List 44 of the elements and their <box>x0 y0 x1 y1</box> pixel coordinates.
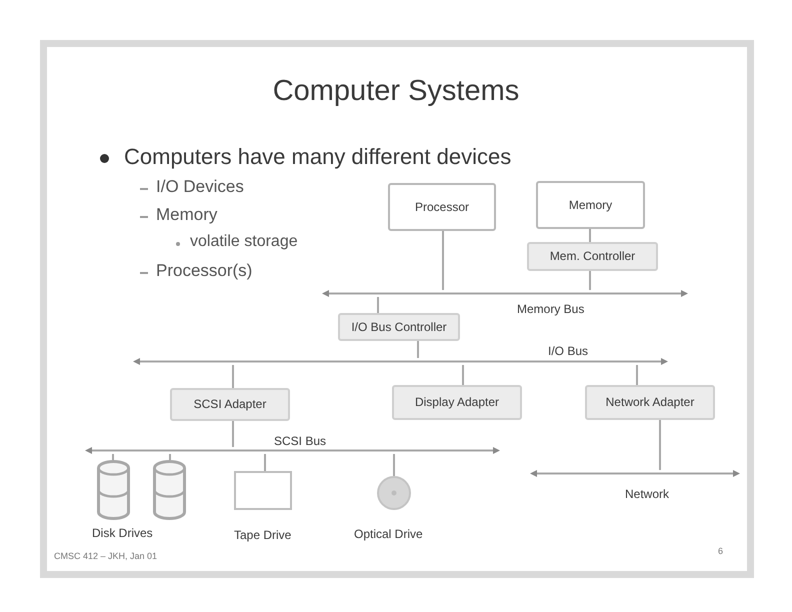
device-label: Optical Drive <box>354 526 423 543</box>
bus-label: SCSI Bus <box>274 433 326 450</box>
bus-line <box>530 470 740 477</box>
connector-line <box>659 420 661 470</box>
controller-box: Network Adapter <box>585 385 715 420</box>
bus-line <box>133 358 668 365</box>
connector-line <box>169 454 171 460</box>
page-number: 6 <box>718 546 724 558</box>
list-item: Memory <box>156 204 218 226</box>
list-item: Processor(s) <box>156 260 252 282</box>
bus-label: Memory Bus <box>517 301 584 318</box>
optical-disc <box>377 476 411 510</box>
connector-line <box>636 365 638 385</box>
footer-text: CMSC 412 – JKH, Jan 01 <box>54 551 158 562</box>
device-label: Disk Drives <box>92 526 153 541</box>
connector-line <box>112 454 114 460</box>
connector-line <box>417 341 419 358</box>
controller-box: SCSI Adapter <box>170 388 290 421</box>
list-item: volatile storage <box>190 232 298 252</box>
controller-box: Display Adapter <box>392 385 522 420</box>
disk-cylinder <box>153 460 186 520</box>
controller-box: I/O Bus Controller <box>338 313 460 341</box>
component-box: Processor <box>388 183 496 231</box>
bus-line <box>85 447 500 454</box>
connector-line <box>264 454 266 471</box>
connector-line <box>462 365 464 385</box>
bullet-text: Computers have many different devices <box>124 143 512 170</box>
slide-title: Computer Systems <box>272 74 520 109</box>
device-label: Tape Drive <box>234 527 292 544</box>
bus-line <box>322 290 688 297</box>
controller-box: Mem. Controller <box>527 242 658 271</box>
connector-line <box>377 297 379 313</box>
disk-cylinder <box>97 460 130 520</box>
list-item: I/O Devices <box>156 176 244 198</box>
connector-line <box>442 231 444 290</box>
tape-drive-rect <box>234 471 292 510</box>
bus-label: Network <box>625 486 670 503</box>
connector-line <box>589 271 591 290</box>
connector-line <box>393 454 395 476</box>
connector-line <box>232 421 234 447</box>
bus-label: I/O Bus <box>548 343 588 360</box>
connector-line <box>589 229 591 242</box>
component-box: Memory <box>536 181 645 229</box>
connector-line <box>232 365 234 388</box>
